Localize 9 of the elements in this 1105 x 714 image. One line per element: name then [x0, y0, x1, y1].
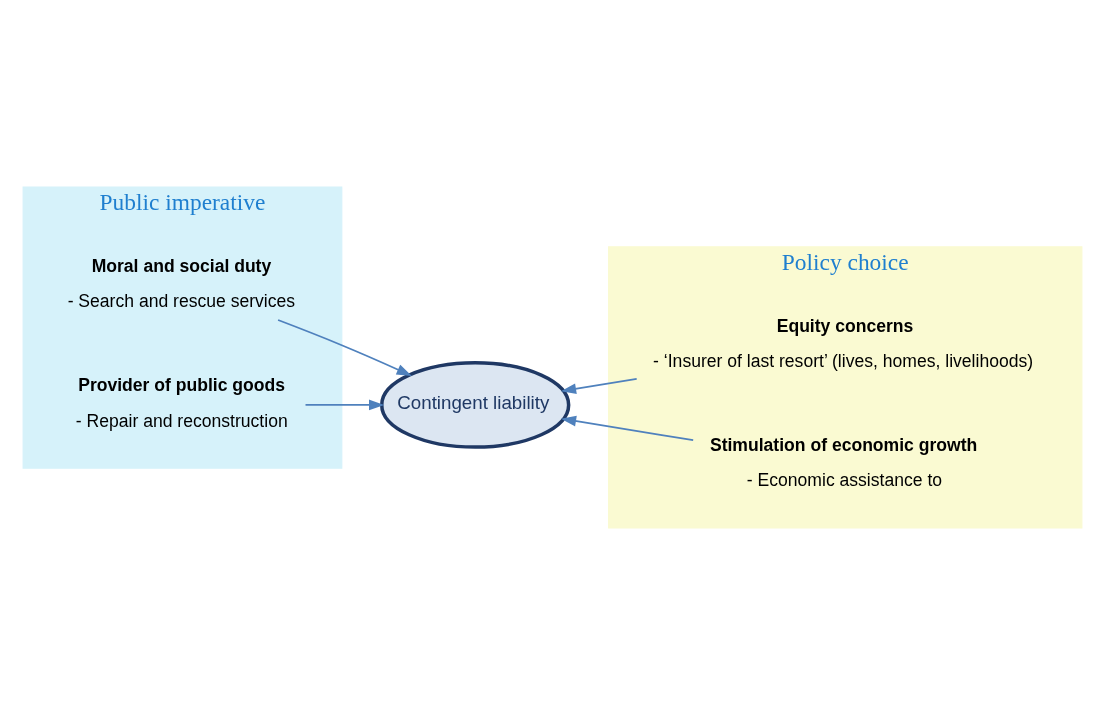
- node-ellipse: Contingent liability: [379, 360, 571, 449]
- node-text: Provider of public goods - Repair and reconstruction: [75, 374, 288, 431]
- arrow: [277, 318, 412, 376]
- arrow: [560, 377, 638, 394]
- arrow: [304, 399, 385, 410]
- arrow: [560, 415, 695, 441]
- node-text: Equity concerns - ‘Insurer of last resort’ (lives, homes, livelihoods): [653, 315, 1034, 371]
- node-text: Moral and social duty - Search and rescue services: [67, 255, 296, 311]
- node-text: Stimulation of economic growth - Economic assistance to: [709, 434, 978, 490]
